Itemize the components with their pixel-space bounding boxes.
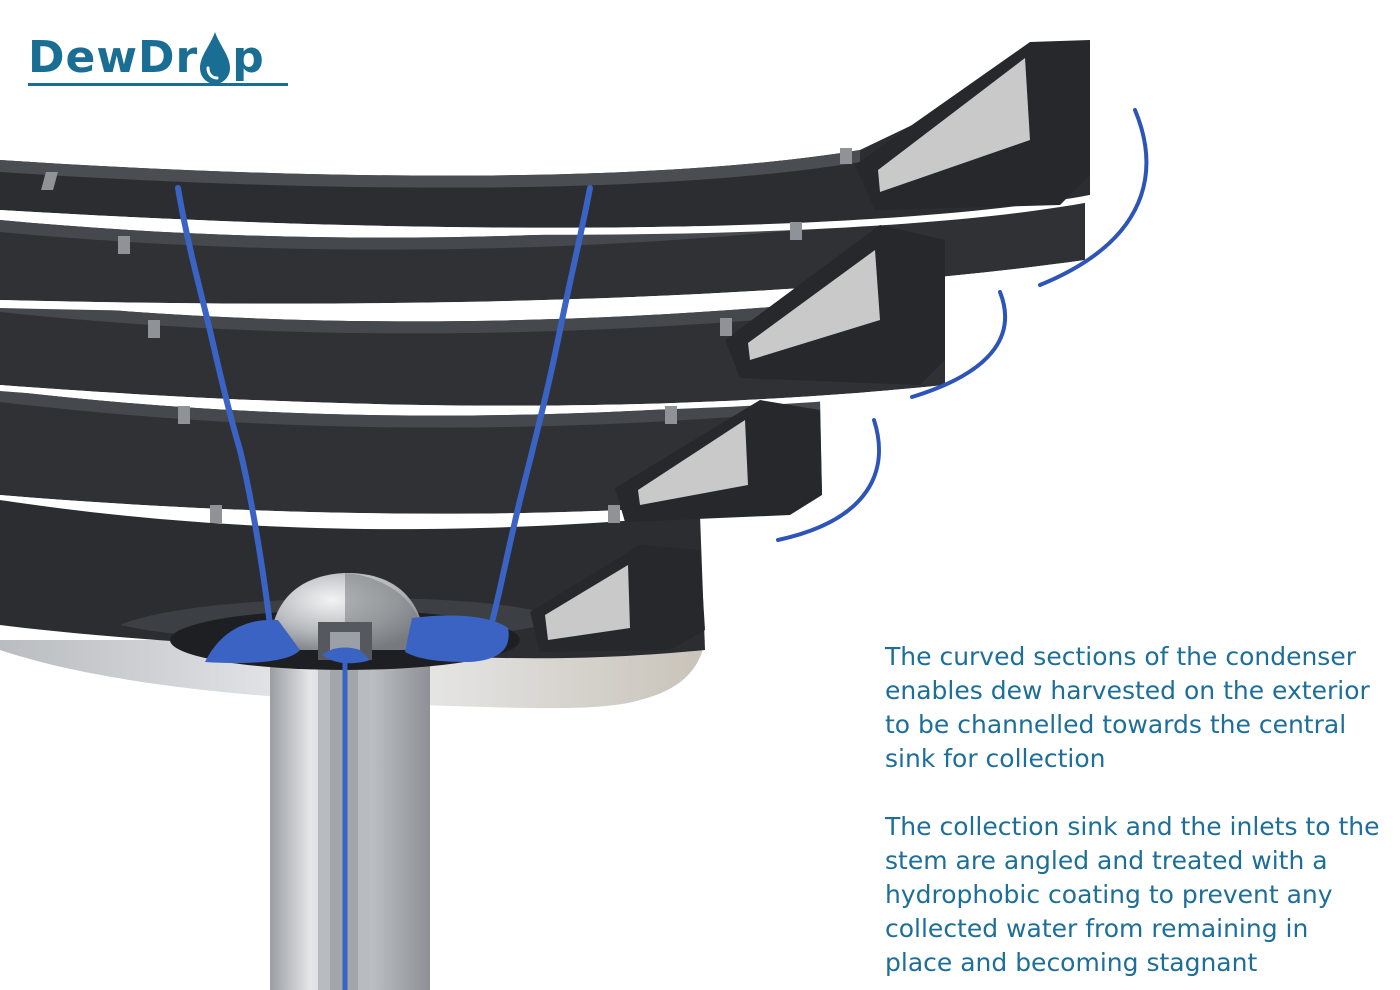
- logo-underline: [28, 83, 288, 86]
- inlet-2: [725, 225, 945, 385]
- dewdrop-logo: DewDr p: [28, 16, 288, 86]
- water-drop-icon: [198, 30, 232, 86]
- inlet-3: [615, 400, 822, 522]
- logo-text-start: DewDr: [28, 32, 199, 83]
- description-collection-sink: The collection sink and the inlets to th…: [885, 812, 1380, 977]
- collected-water: [205, 615, 509, 664]
- ring-clips: [41, 148, 852, 523]
- water-channels: [175, 185, 593, 990]
- logo-text-end: p: [232, 32, 265, 83]
- description-curved-sections: The curved sections of the condenser ena…: [885, 642, 1370, 773]
- inlet-1: [855, 40, 1090, 210]
- curved-section-arcs: [776, 108, 1149, 542]
- inlet-4: [530, 545, 705, 652]
